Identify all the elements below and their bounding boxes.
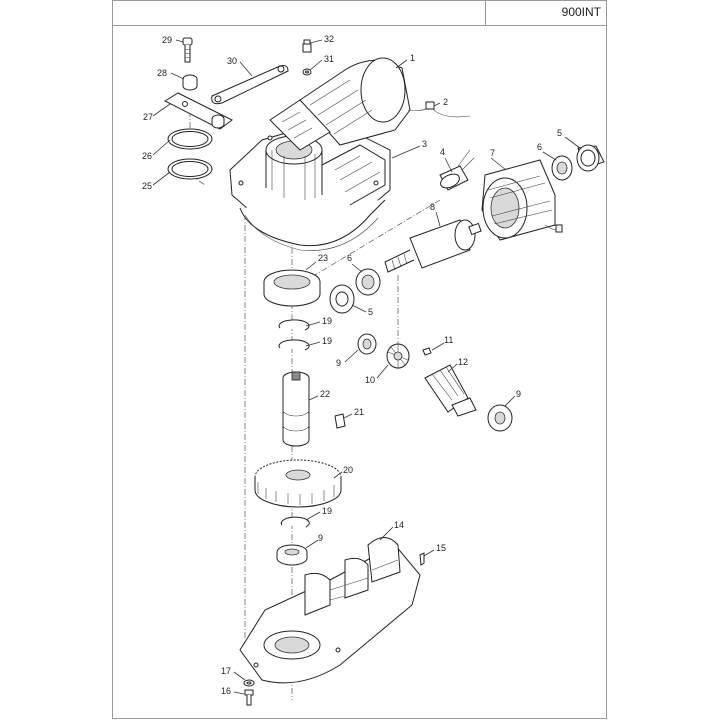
- callout-26: 26: [142, 151, 152, 161]
- callout-32: 32: [324, 34, 334, 44]
- part-14-lower-housing: [239, 537, 421, 684]
- callout-11: 11: [444, 335, 453, 345]
- part-31-washer: [302, 68, 312, 76]
- part-21-key: [334, 413, 346, 429]
- part-32-grease-nipple: [302, 39, 312, 53]
- part-29-screw: [182, 37, 193, 63]
- callout-27: 27: [143, 112, 153, 122]
- callout-8: 8: [430, 202, 435, 212]
- callout-12: 12: [458, 357, 468, 367]
- callout-22: 22: [320, 389, 330, 399]
- callout-10: 10: [365, 375, 375, 385]
- part-6-bearing-upper: [551, 155, 573, 181]
- callout-19-c: 19: [322, 506, 332, 516]
- callout-19-b: 19: [322, 336, 332, 346]
- callout-5-upper: 5: [557, 128, 562, 138]
- part-20-gear: [254, 459, 342, 508]
- callout-6-upper: 6: [537, 142, 542, 152]
- part-6-bearing-lower: [355, 268, 381, 296]
- part-10-pinion: [386, 343, 410, 369]
- callout-4: 4: [440, 147, 445, 157]
- part-9-bearing-c: [276, 544, 308, 566]
- callout-19-a: 19: [322, 316, 332, 326]
- callout-20: 20: [343, 465, 353, 475]
- part-12-worm-shaft: [424, 364, 477, 417]
- callout-labels: 29 28 30 27 26 25 32 31 1 2 3 4 7 6 5 8 …: [142, 34, 562, 696]
- part-26-o-ring: [167, 128, 213, 150]
- part-5-bearing-upper: [576, 144, 605, 172]
- callout-23: 23: [318, 253, 328, 263]
- part-1-motor: [269, 57, 411, 151]
- callout-14: 14: [394, 520, 404, 530]
- callout-3: 3: [422, 139, 427, 149]
- part-9-bearing-b: [487, 404, 513, 432]
- part-15-screw: [419, 552, 425, 566]
- part-2-cable: [407, 101, 471, 118]
- callout-31: 31: [324, 54, 334, 64]
- part-30-link-arm: [211, 65, 289, 105]
- callout-7: 7: [490, 148, 495, 158]
- callout-2: 2: [443, 97, 448, 107]
- part-11-key: [422, 347, 432, 356]
- part-16-bolt: [244, 689, 254, 706]
- title-block: 900INT: [485, 0, 607, 26]
- part-19-circlip-b: [278, 339, 310, 351]
- header-rule: [112, 25, 486, 26]
- part-25-o-ring: [167, 158, 213, 180]
- part-8-rotor-shaft: [384, 219, 482, 273]
- callout-29: 29: [162, 35, 172, 45]
- callout-16: 16: [221, 686, 231, 696]
- callout-6-lower: 6: [347, 253, 352, 263]
- part-7-stator: [481, 159, 563, 241]
- part-22-output-shaft: [282, 371, 310, 447]
- model-code: 900INT: [561, 5, 601, 19]
- callout-15: 15: [436, 543, 446, 553]
- part-19-circlip-c: [280, 516, 310, 528]
- part-17-washer: [243, 679, 255, 687]
- callout-30: 30: [227, 56, 237, 66]
- leader-lines: [152, 39, 581, 695]
- callout-28: 28: [157, 68, 167, 78]
- part-23-large-bearing: [263, 269, 321, 307]
- callout-21: 21: [354, 407, 364, 417]
- callout-17: 17: [221, 666, 231, 676]
- callout-25: 25: [142, 181, 152, 191]
- part-5-bearing-lower: [329, 284, 355, 314]
- part-19-circlip-a: [278, 319, 310, 331]
- part-9-bearing-a: [357, 333, 377, 355]
- callout-1: 1: [410, 53, 415, 63]
- part-27-plate: [163, 92, 233, 130]
- callout-9-a: 9: [336, 358, 341, 368]
- callout-9-c: 9: [318, 533, 323, 543]
- callout-9-b: 9: [516, 389, 521, 399]
- callout-5-lower: 5: [368, 307, 373, 317]
- part-28-spacer: [182, 74, 198, 91]
- part-4-capacitor: [439, 149, 475, 191]
